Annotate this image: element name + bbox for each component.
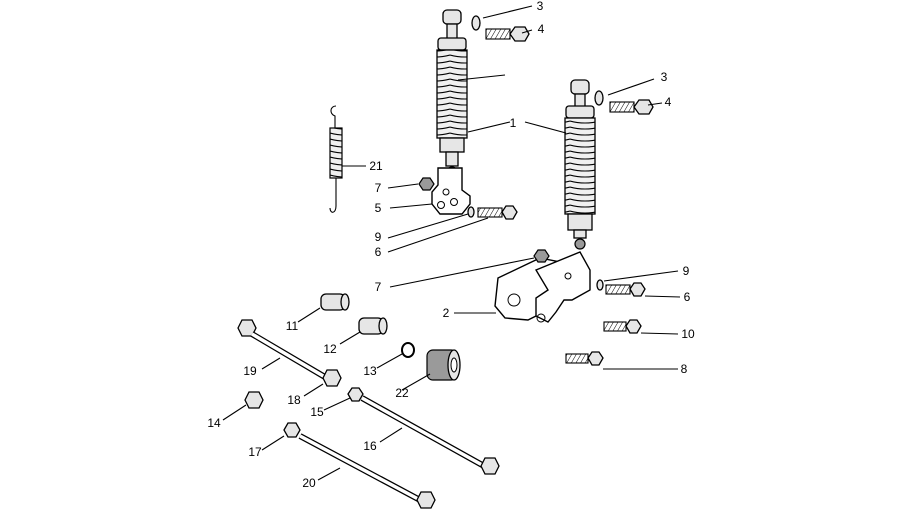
o-ring[interactable] (401, 342, 415, 358)
long-bolt-20[interactable] (298, 433, 436, 509)
bracket-right[interactable] (494, 251, 591, 323)
nut-right[interactable] (533, 249, 550, 263)
callout-18: 18 (287, 393, 301, 407)
callout-20: 20 (302, 476, 316, 490)
nut-14[interactable] (244, 391, 264, 409)
washer-upper-left[interactable] (471, 15, 481, 31)
leader-lines (222, 5, 681, 481)
washer-right[interactable] (596, 279, 604, 291)
callout-5: 5 (375, 201, 382, 215)
bushing-lower[interactable] (358, 317, 388, 335)
callout-10: 10 (681, 327, 695, 341)
callout-2: 2 (443, 306, 450, 320)
callout-16: 16 (363, 439, 377, 453)
nut-15[interactable] (347, 387, 364, 402)
callout-7-upper: 7 (375, 181, 382, 195)
callout-labels: 1 2 3 3 4 4 5 6 6 7 7 8 9 9 10 11 12 13 … (207, 0, 695, 490)
callout-4-upper: 4 (538, 22, 545, 36)
nut-18[interactable] (322, 369, 342, 387)
callout-15: 15 (310, 405, 324, 419)
callout-11: 11 (286, 319, 299, 333)
callout-13: 13 (363, 364, 377, 378)
bolt-right[interactable] (605, 282, 646, 297)
callout-3-lower: 3 (661, 70, 668, 84)
callout-1: 1 (510, 116, 517, 130)
callout-21: 21 (369, 159, 383, 173)
shock-absorber-left[interactable] (436, 9, 468, 178)
bolt-left[interactable] (477, 205, 518, 220)
callout-7-lower: 7 (375, 280, 382, 294)
shock-absorber-right[interactable] (564, 79, 596, 250)
washer-left[interactable] (467, 206, 475, 218)
callout-22: 22 (395, 386, 409, 400)
callout-14: 14 (207, 416, 221, 430)
callout-6-lower: 6 (684, 290, 691, 304)
callout-9-upper: 9 (375, 230, 382, 244)
bolt-bracket-lower[interactable] (565, 351, 604, 366)
washer-upper-right[interactable] (594, 90, 604, 106)
bushing-upper[interactable] (320, 293, 350, 311)
callout-6-upper: 6 (375, 245, 382, 259)
bracket-left[interactable] (431, 167, 471, 215)
nut-left[interactable] (418, 177, 435, 191)
callout-9-lower: 9 (683, 264, 690, 278)
bolt-upper-right[interactable] (609, 99, 654, 115)
callout-19: 19 (243, 364, 257, 378)
rubber-bush[interactable] (426, 349, 461, 381)
nut-17[interactable] (283, 422, 301, 438)
long-bolt-16[interactable] (360, 395, 500, 475)
callout-8: 8 (681, 362, 688, 376)
long-bolt-19[interactable] (237, 319, 332, 383)
bolt-upper-left[interactable] (485, 26, 530, 42)
callout-12: 12 (323, 342, 337, 356)
callout-4-lower: 4 (665, 95, 672, 109)
tension-spring[interactable] (329, 105, 343, 213)
callout-17: 17 (248, 445, 262, 459)
callout-3-upper: 3 (537, 0, 544, 13)
bolt-bracket-upper[interactable] (603, 319, 642, 334)
